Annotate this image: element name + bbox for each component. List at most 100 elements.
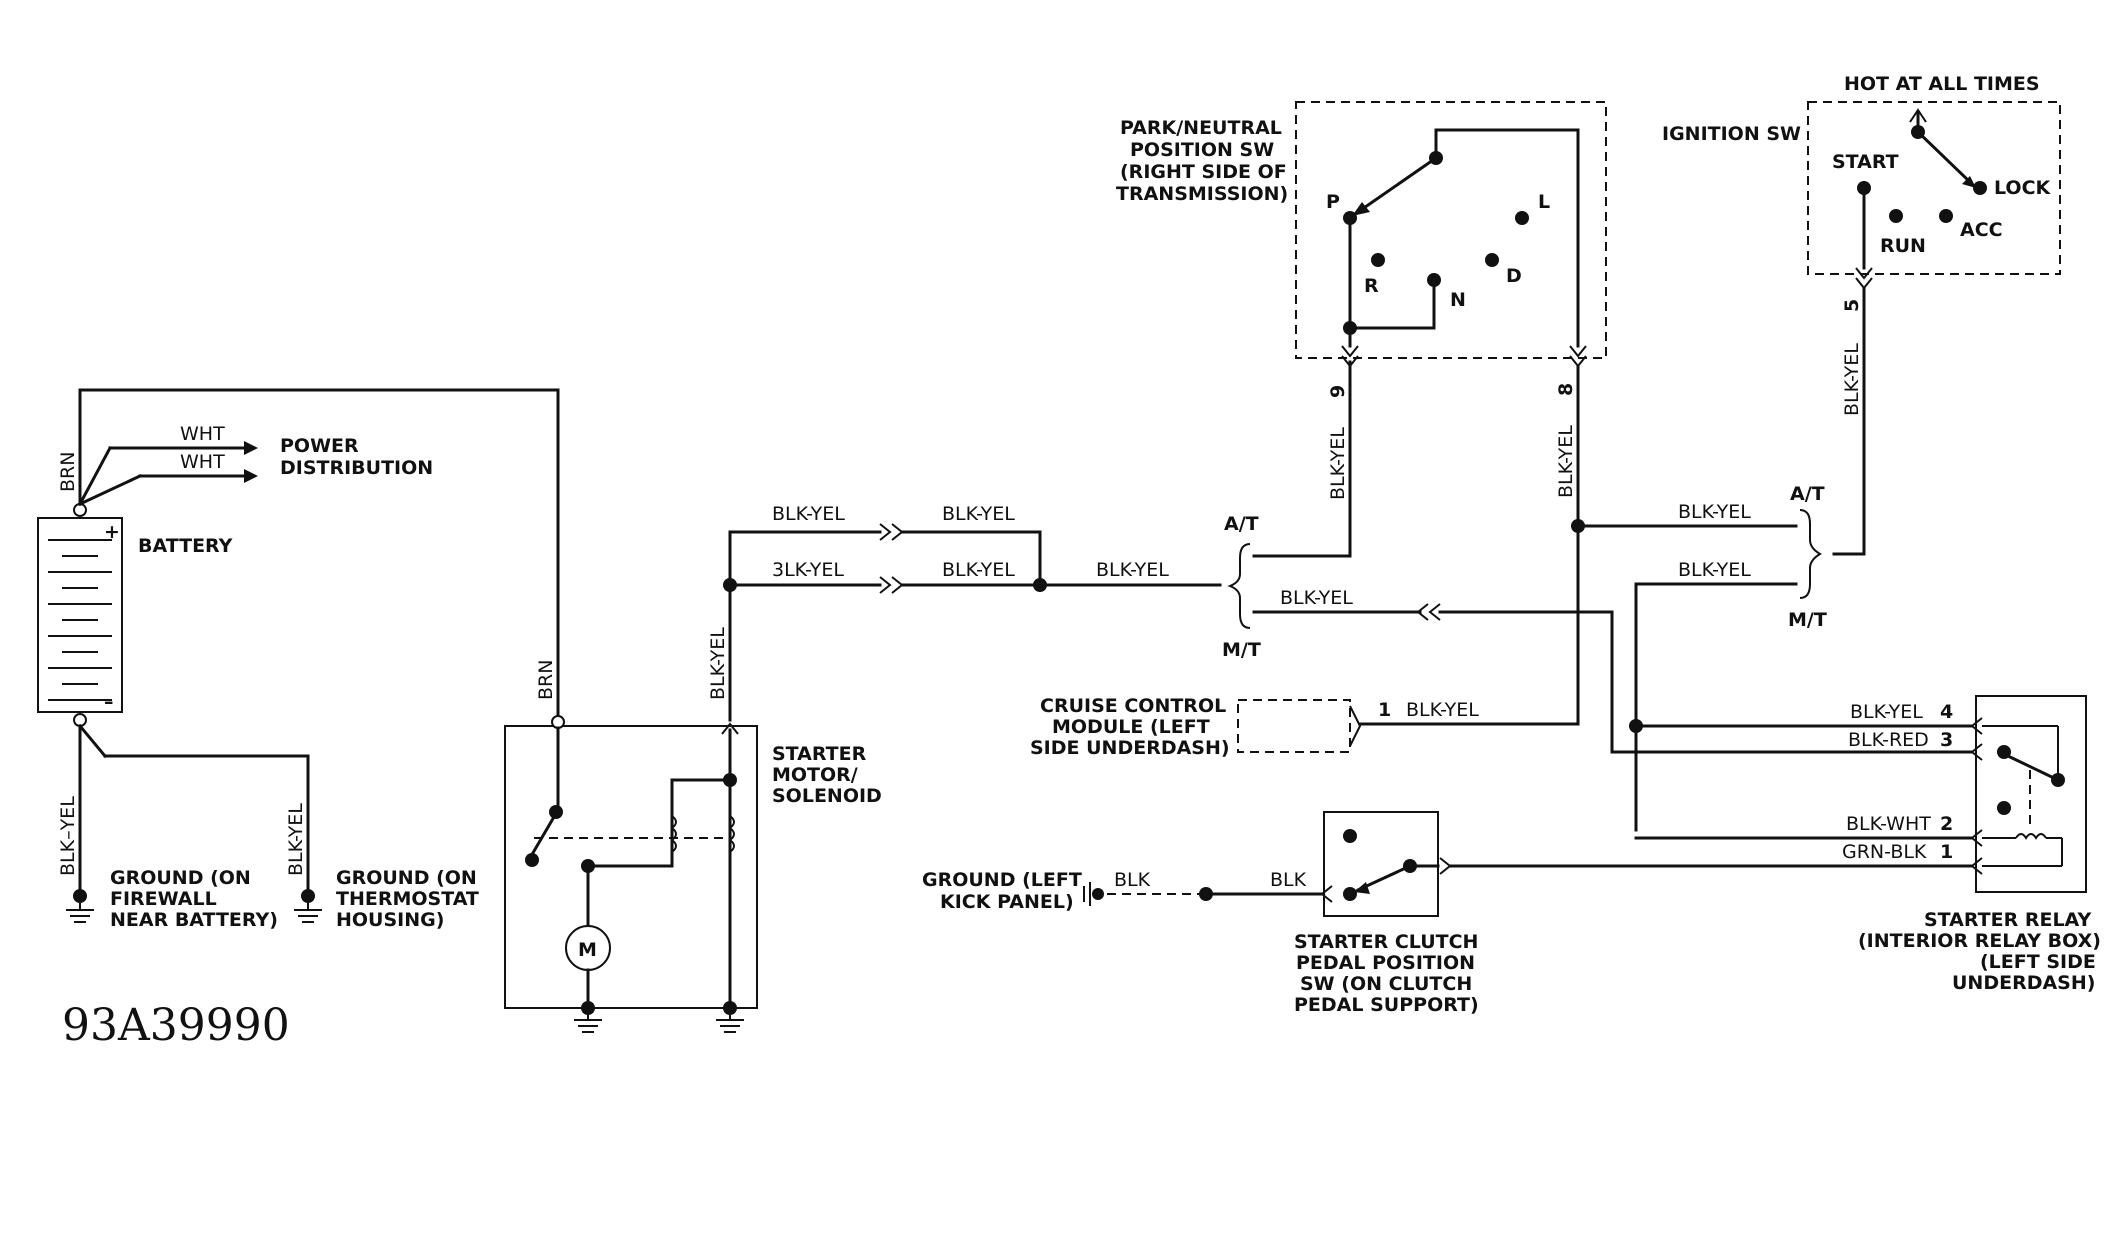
- wire-label-blk-yel-ground-2: BLK-YEL: [285, 803, 307, 876]
- connector-mt: [1416, 603, 1429, 621]
- ground-icon: [574, 1015, 602, 1033]
- cruise-control-module: [1237, 699, 1351, 753]
- pin-9: 9: [1327, 385, 1349, 398]
- ground-thermostat-label-1: GROUND (ON: [336, 867, 477, 889]
- ground-firewall-label-2: FIREWALL: [110, 888, 217, 910]
- at-mt-brace-left: [1227, 543, 1251, 629]
- ignition-lock: LOCK: [1994, 177, 2052, 199]
- cruise-label-2: MODULE (LEFT: [1052, 716, 1210, 738]
- wire-label-blk-clutch: BLK: [1270, 869, 1307, 891]
- ground-thermostat-label-3: HOUSING): [336, 909, 444, 931]
- park-neutral-label-4: TRANSMISSION): [1116, 183, 1288, 205]
- at-mt-brace-right: [1799, 509, 1822, 599]
- wire-label-wht-2: WHT: [180, 451, 225, 473]
- pin-1-cruise: 1: [1378, 699, 1391, 721]
- wire-label-blk-yel-center: BLK-YEL: [1096, 559, 1169, 581]
- relay-label-3: (LEFT SIDE: [1980, 951, 2096, 973]
- wire-label-blk-ground: BLK: [1114, 869, 1151, 891]
- wire-label-blk-yel-pin8: BLK-YEL: [1555, 425, 1577, 498]
- battery-minus: –: [104, 691, 114, 713]
- starter-motor-solenoid: [504, 715, 758, 1015]
- wire-label-blk-yel-top-left: BLK-YEL: [772, 503, 845, 525]
- cruise-label-1: CRUISE CONTROL: [1040, 695, 1226, 717]
- pin-2: 2: [1940, 813, 1953, 835]
- wire-label-blk-wht-pin2: BLK-WHT: [1846, 813, 1931, 835]
- wire-label-blk-yel-mt-right: BLK-YEL: [1678, 559, 1751, 581]
- ground-kick-label-2: KICK PANEL): [940, 891, 1074, 913]
- starter-feed-wires: [723, 523, 1222, 722]
- position-l: L: [1538, 191, 1550, 213]
- clutch-label-3: SW (ON CLUTCH: [1300, 973, 1472, 995]
- position-d: D: [1506, 265, 1522, 287]
- wire-label-blk-red-pin3: BLK-RED: [1848, 729, 1929, 751]
- relay-label-2: (INTERIOR RELAY BOX): [1858, 930, 2101, 952]
- ground-kick-label-1: GROUND (LEFT: [922, 869, 1082, 891]
- power-distribution-label-2: DISTRIBUTION: [280, 457, 433, 479]
- clutch-label-1: STARTER CLUTCH: [1294, 931, 1478, 953]
- starter-label-1: STARTER: [772, 743, 867, 765]
- pin-5: 5: [1841, 299, 1863, 312]
- starter-label-3: SOLENOID: [772, 785, 882, 807]
- cruise-label-3: SIDE UNDERDASH): [1030, 737, 1230, 759]
- ground-icon: [716, 1015, 744, 1033]
- position-p: P: [1326, 191, 1340, 213]
- clutch-label-4: PEDAL SUPPORT): [1294, 994, 1479, 1016]
- ground-firewall-label-3: NEAR BATTERY): [110, 909, 278, 931]
- wire-label-blk-yel-top-right: BLK-YEL: [942, 503, 1015, 525]
- wire-label-blk-yel-cruise: BLK-YEL: [1406, 699, 1479, 721]
- wire-label-blk-yel-bottom-right: BLK-YEL: [942, 559, 1015, 581]
- ignition-acc: ACC: [1960, 219, 2003, 241]
- ignition-run: RUN: [1880, 235, 1926, 257]
- ignition-start: START: [1832, 151, 1899, 173]
- ground-icon: [66, 903, 94, 923]
- battery-positive-wires: [77, 388, 560, 718]
- wire-label-blk-yel-pin9: BLK-YEL: [1327, 427, 1349, 500]
- ground-firewall-label-1: GROUND (ON: [110, 867, 251, 889]
- pin-3: 3: [1940, 729, 1953, 751]
- battery-label: BATTERY: [138, 535, 233, 557]
- wire-label-blk-yel-starter: BLK-YEL: [707, 627, 729, 700]
- wire-label-blk-yel-at-right: BLK-YEL: [1678, 501, 1751, 523]
- at-label-left: A/T: [1224, 513, 1259, 535]
- park-neutral-switch: [1295, 101, 1607, 558]
- battery-ground-wires: [73, 723, 315, 903]
- hot-at-all-times-label: HOT AT ALL TIMES: [1844, 73, 2040, 95]
- wire-label-blk-yel-pin5: BLK-YEL: [1841, 343, 1863, 416]
- park-neutral-label-2: POSITION SW: [1130, 139, 1274, 161]
- wire-label-blk-yel-pin4: BLK-YEL: [1850, 701, 1923, 723]
- pin-1: 1: [1940, 841, 1953, 863]
- relay-label-4: UNDERDASH): [1952, 972, 2095, 994]
- wire-label-blk-yel-bottom-left: 3LK-YEL: [772, 559, 844, 581]
- wire-label-blk-yel-mt: BLK-YEL: [1280, 587, 1353, 609]
- starter-relay: [1448, 695, 2087, 893]
- mt-label-left: M/T: [1222, 639, 1261, 661]
- park-neutral-label-1: PARK/NEUTRAL: [1120, 117, 1282, 139]
- ground-icon: [1083, 882, 1091, 906]
- at-label-right: A/T: [1790, 483, 1825, 505]
- ground-thermostat-label-2: THERMOSTAT: [336, 888, 479, 910]
- mt-label-right: M/T: [1788, 609, 1827, 631]
- wire-label-wht-1: WHT: [180, 423, 225, 445]
- motor-symbol: M: [578, 939, 597, 961]
- position-r: R: [1364, 275, 1379, 297]
- ignition-switch: [1807, 101, 2061, 290]
- wire-label-brn-starter: BRN: [535, 660, 557, 700]
- clutch-pedal-switch: [1092, 811, 1452, 917]
- power-distribution-label-1: POWER: [280, 435, 359, 457]
- battery: [37, 503, 123, 727]
- battery-plus: +: [104, 521, 120, 543]
- ground-icon: [294, 903, 322, 923]
- starter-label-2: MOTOR/: [772, 764, 858, 786]
- park-neutral-label-3: (RIGHT SIDE OF: [1120, 161, 1287, 183]
- pin-8: 8: [1555, 383, 1577, 396]
- ignition-sw-label: IGNITION SW: [1662, 123, 1801, 145]
- wire-label-brn-battery: BRN: [57, 452, 79, 492]
- wire-label-blk-yel-ground-1: BLK–YEL: [57, 796, 79, 876]
- pin-4: 4: [1940, 701, 1953, 723]
- figure-id: 93A39990: [62, 1000, 290, 1051]
- relay-label-1: STARTER RELAY: [1924, 909, 2091, 931]
- position-n: N: [1450, 289, 1466, 311]
- clutch-label-2: PEDAL POSITION: [1296, 952, 1475, 974]
- wire-label-grn-blk-pin1: GRN-BLK: [1842, 841, 1927, 863]
